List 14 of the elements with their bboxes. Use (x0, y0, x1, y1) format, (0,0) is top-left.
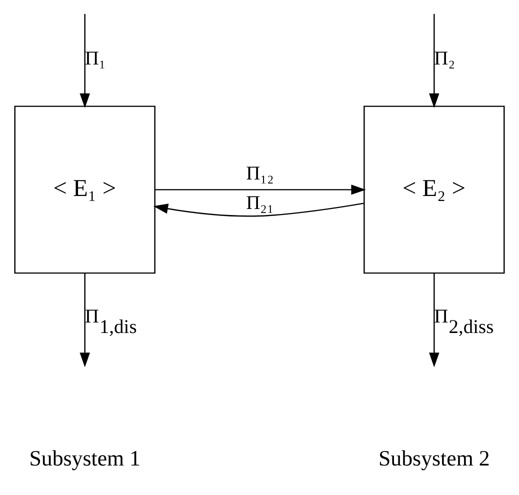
node-box: < E₁ > (14, 106, 156, 274)
arrow (429, 14, 440, 108)
edge-label: Π₂ (434, 48, 456, 70)
label: Subsystem 2 (378, 446, 490, 470)
edge-label: Π₁ (84, 48, 106, 70)
label: Subsystem 1 (29, 446, 140, 470)
edge-label: Π₁₂ (246, 164, 274, 185)
arrow (429, 273, 440, 368)
arrow (153, 202, 364, 217)
arrow (155, 184, 366, 195)
node-box: < E₂ > (364, 106, 505, 274)
edge-label: Π₂₁ (246, 192, 274, 214)
arrow (80, 273, 90, 368)
arrow (80, 14, 90, 108)
